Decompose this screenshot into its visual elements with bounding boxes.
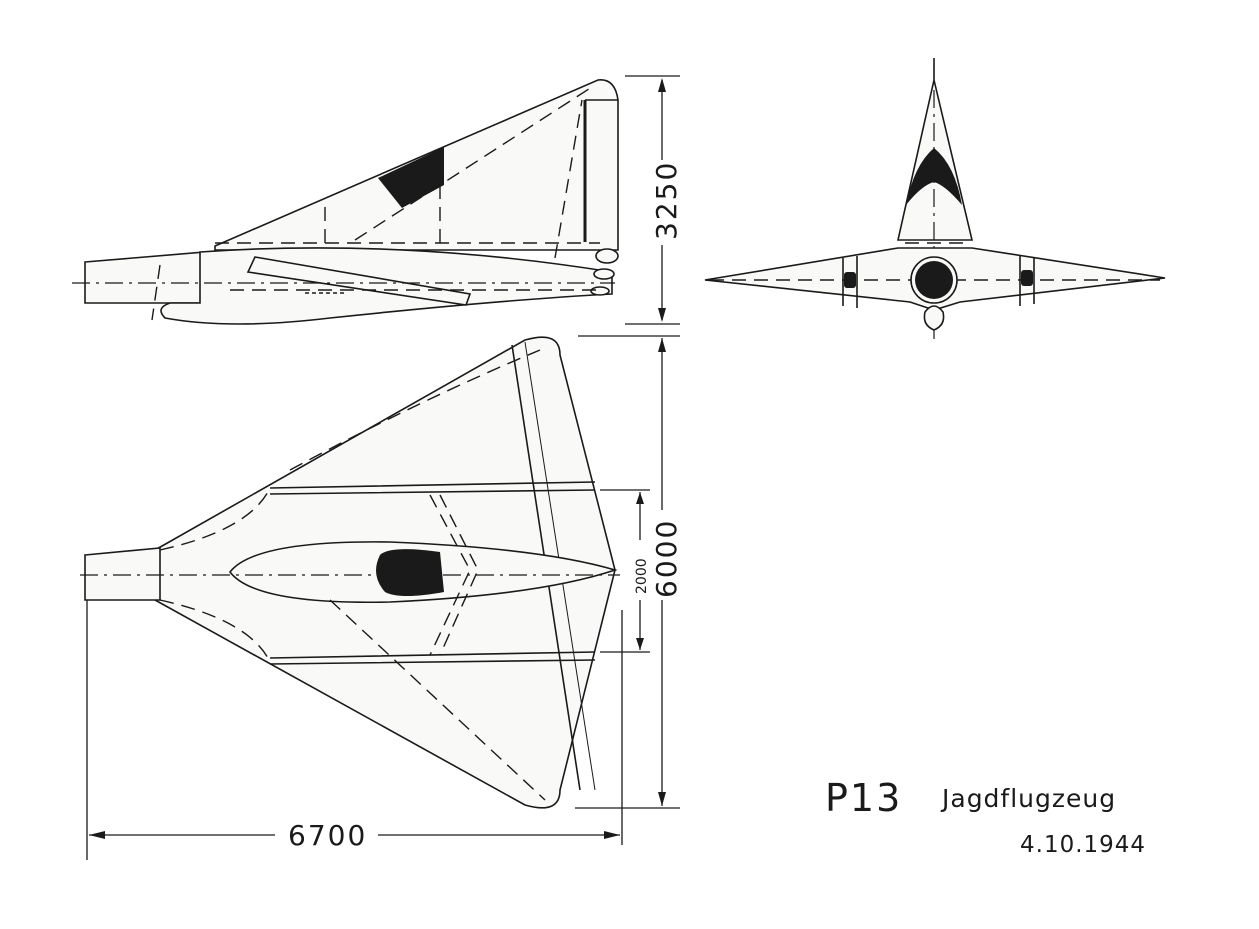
side-nose	[84, 251, 206, 304]
dimension-lines	[86, 75, 680, 860]
title-block: P13 Jagdflugzeug 4.10.1944	[820, 770, 1160, 870]
dim-height-label: 3250	[650, 161, 683, 240]
top-canopy-marking	[376, 549, 444, 596]
front-view	[704, 58, 1166, 340]
drawing-date: 4.10.1944	[1020, 832, 1147, 858]
top-view	[80, 336, 620, 809]
drawing-code: P13	[825, 776, 903, 820]
dim-span-label: 6000	[650, 519, 683, 598]
side-canopy-marking	[378, 147, 444, 208]
drawing-name: Jagdflugzeug	[942, 784, 1117, 813]
dim-length-label: 6700	[288, 819, 367, 852]
side-intake	[246, 256, 472, 306]
side-view	[72, 79, 619, 325]
dim-cockpit-label: 2000	[634, 558, 650, 594]
